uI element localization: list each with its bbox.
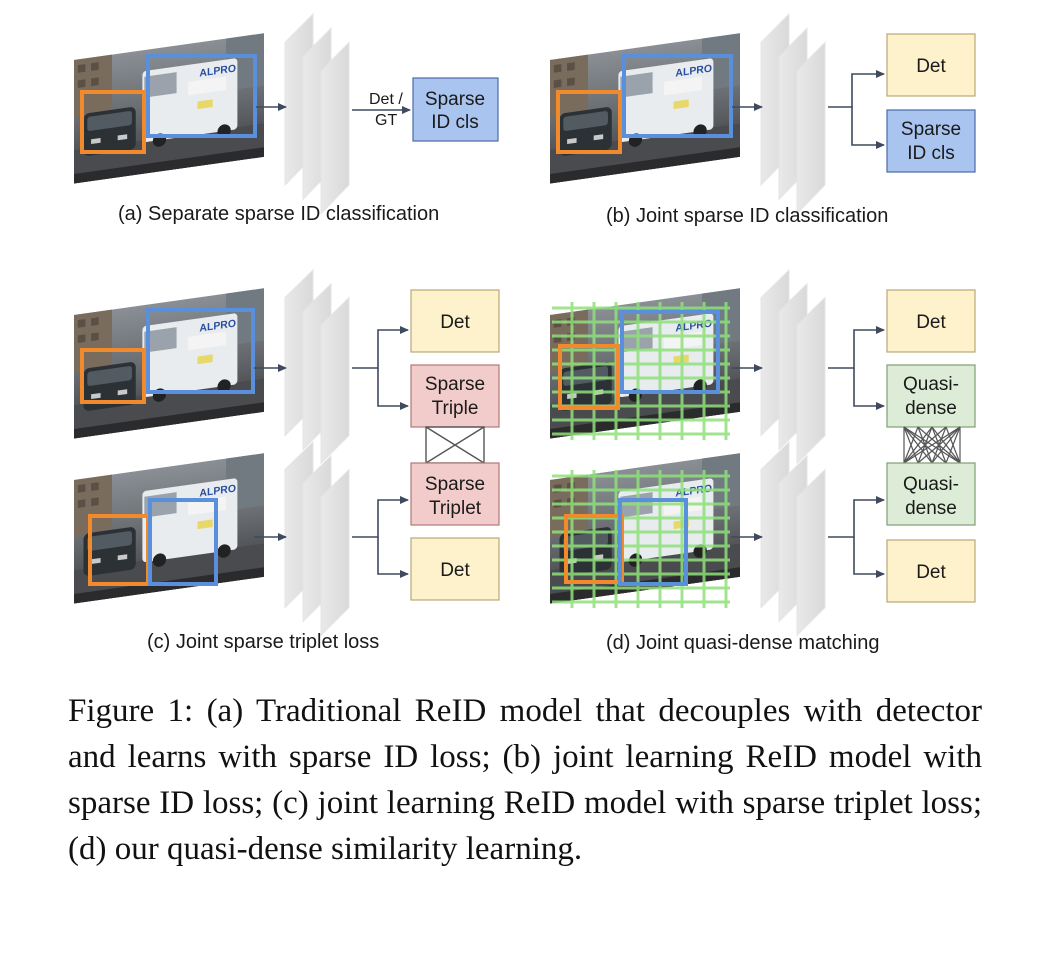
arrow bbox=[377, 537, 409, 578]
box-label-line1: Quasi- bbox=[903, 474, 959, 495]
det-box bbox=[886, 289, 976, 353]
backbone-stack-c-bottom bbox=[284, 441, 350, 636]
box-label-line1: Sparse bbox=[901, 119, 961, 140]
box-label-line2: Triple bbox=[432, 398, 479, 419]
panel-a-caption: (a) Separate sparse ID classification bbox=[118, 203, 440, 225]
det-label: Det bbox=[440, 560, 470, 581]
orange-bbox bbox=[558, 344, 620, 410]
panel-d-caption: (d) Joint quasi-dense matching bbox=[606, 632, 880, 654]
street-image-c-bottom bbox=[74, 453, 264, 604]
det-box bbox=[886, 33, 976, 97]
box-label-line1: Quasi- bbox=[903, 374, 959, 395]
panel-b-caption: (b) Joint sparse ID classification bbox=[606, 205, 889, 227]
arrow bbox=[853, 537, 885, 578]
quasi-dense-box bbox=[886, 364, 976, 428]
arrow bbox=[828, 70, 885, 108]
dense-proposals-overlay bbox=[552, 470, 730, 608]
arrow bbox=[352, 326, 409, 369]
backbone-stack-d-bottom bbox=[760, 441, 826, 636]
box-label-line2: ID cls bbox=[431, 112, 479, 133]
box-label-line2: Triplet bbox=[429, 498, 482, 519]
panel-d: Det Quasi- dense bbox=[550, 269, 976, 636]
det-box bbox=[410, 537, 500, 601]
sparse-triplet-box bbox=[410, 462, 500, 526]
box-label-line1: Sparse bbox=[425, 474, 485, 495]
figure-caption: Figure 1: (a) Traditional ReID model tha… bbox=[68, 693, 982, 867]
box-label-line2: ID cls bbox=[907, 143, 955, 164]
orange-bbox bbox=[80, 90, 146, 154]
arrow bbox=[828, 326, 885, 369]
arrow bbox=[828, 496, 885, 538]
panel-c-caption: (c) Joint sparse triplet loss bbox=[147, 631, 380, 653]
box-label-line2: dense bbox=[905, 498, 957, 519]
backbone-stack-b bbox=[760, 13, 826, 215]
blue-bbox bbox=[620, 310, 720, 394]
box-label-line1: Sparse bbox=[425, 374, 485, 395]
triplet-connector bbox=[425, 426, 485, 464]
backbone-stack-a bbox=[284, 13, 350, 215]
arrow bbox=[352, 496, 409, 538]
det-label: Det bbox=[916, 312, 946, 333]
backbone-stack-c-top bbox=[284, 269, 350, 464]
arrow bbox=[377, 368, 409, 410]
panel-c: Det Sparse Triple Sparse Triplet Det bbox=[74, 269, 500, 636]
panel-b: Det Sparse ID cls bbox=[550, 13, 976, 215]
box-label-line1: Sparse bbox=[425, 89, 485, 110]
panel-a: Det / GT Sparse ID cls bbox=[74, 13, 499, 215]
blue-bbox bbox=[148, 498, 218, 586]
blue-bbox bbox=[146, 54, 257, 138]
det-label: Det bbox=[916, 562, 946, 583]
det-gt-label-line1: Det / bbox=[369, 91, 403, 108]
blue-bbox bbox=[146, 308, 255, 394]
box-label-line2: dense bbox=[905, 398, 957, 419]
figure-diagram: ALPRO Det / GT Sparse ID cls bbox=[74, 13, 976, 636]
det-label: Det bbox=[916, 56, 946, 77]
dense-proposals-overlay bbox=[552, 302, 730, 440]
blue-bbox bbox=[618, 498, 688, 586]
arrow bbox=[853, 368, 885, 410]
quasi-dense-connector bbox=[903, 426, 961, 464]
det-box bbox=[886, 539, 976, 603]
det-gt-label-line2: GT bbox=[375, 112, 397, 129]
det-box bbox=[410, 289, 500, 353]
quasi-dense-box bbox=[886, 462, 976, 526]
det-label: Det bbox=[440, 312, 470, 333]
blue-bbox bbox=[622, 54, 733, 138]
sparse-id-cls-box bbox=[886, 109, 976, 173]
orange-bbox bbox=[80, 348, 146, 404]
sparse-id-cls-box bbox=[412, 77, 499, 142]
backbone-stack-d-top bbox=[760, 269, 826, 464]
arrow bbox=[851, 107, 885, 149]
orange-bbox bbox=[556, 90, 622, 154]
